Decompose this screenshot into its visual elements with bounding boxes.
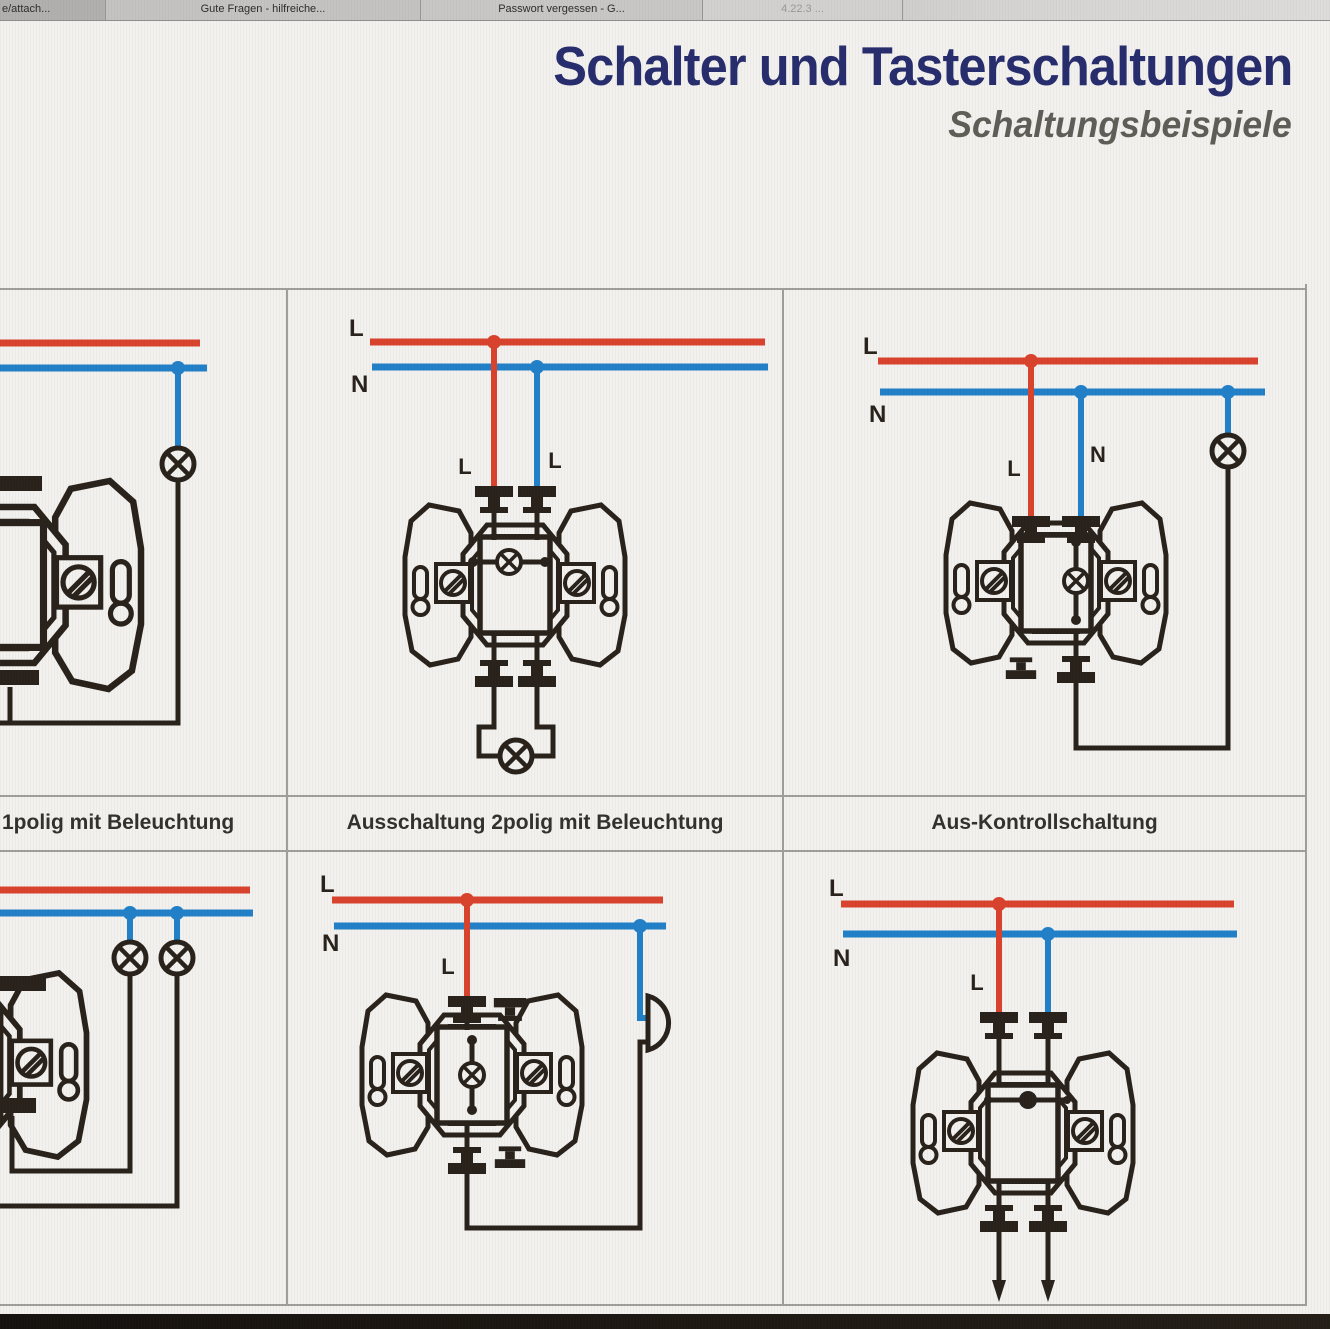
terminal-clamp: [0, 1098, 36, 1113]
switch-insert: [913, 1053, 1133, 1213]
diagram-caption: Ausschaltung 2polig mit Beleuchtung: [346, 811, 724, 834]
circuit-diagram-serienschaltung-cropped: [0, 886, 253, 1209]
terminal-clamp: [518, 660, 556, 687]
diagram-caption: Aus-Kontrollschaltung: [931, 811, 1158, 834]
circuit-diagram-ausschaltung-2polig: L N L L: [349, 315, 768, 795]
table-border: [0, 795, 1307, 797]
terminal-label-l: L: [441, 954, 454, 979]
diagram-caption: 1polig mit Beleuchtung: [2, 811, 235, 834]
circuit-diagram-ausschaltung-abgang: L N L: [829, 875, 1237, 1302]
terminal-clamp: [448, 1147, 486, 1174]
terminal-label-n: N: [1090, 442, 1106, 467]
table-border: [782, 288, 784, 1306]
bus-label-n: N: [833, 945, 850, 972]
lamp-icon: [162, 448, 194, 480]
terminal-clamp: [1029, 1012, 1067, 1039]
browser-tab[interactable]: Passwort vergessen - G...: [421, 0, 703, 20]
terminal-clamp: [0, 976, 46, 991]
terminal-clamp: [1057, 656, 1095, 683]
switch-contact-dot: [1019, 1091, 1037, 1109]
lamp-icon: [1212, 435, 1244, 467]
terminal-clamp: [1005, 657, 1037, 679]
bus-label-l: L: [829, 875, 844, 902]
terminal-label-l: L: [970, 970, 983, 995]
terminal-clamp: [980, 1205, 1018, 1232]
lamp-icon: [114, 942, 146, 974]
lamp-icon: [500, 740, 532, 772]
terminal-clamp: [475, 486, 513, 513]
page-title: Schalter und Tasterschaltungen: [552, 35, 1293, 97]
switch-insert: [405, 505, 625, 665]
terminal-clamp: [494, 1146, 526, 1168]
terminal-clamp: [0, 670, 39, 685]
glow-lamp-icon: [495, 548, 523, 576]
bus-label-l: L: [320, 871, 335, 898]
terminal-clamp: [0, 476, 42, 491]
circuit-diagram-aus-kontrollschaltung: L N L N: [863, 333, 1265, 751]
browser-tab[interactable]: 4.22.3 ...: [703, 0, 903, 20]
circuit-diagram-klingelschaltung: L N L: [320, 871, 672, 1231]
circuit-diagram-ausschaltung-1polig: [0, 339, 207, 726]
terminal-label-l: L: [458, 454, 471, 479]
terminal-clamp: [1029, 1205, 1067, 1232]
terminal-clamp: [518, 486, 556, 513]
switch-insert: [946, 503, 1166, 663]
terminal-clamp: [980, 1012, 1018, 1039]
table-border: [0, 288, 1307, 290]
bus-label-l: L: [349, 315, 364, 342]
glow-lamp-icon: [458, 1061, 486, 1089]
table-border: [0, 850, 1307, 852]
table-border: [286, 288, 288, 1306]
browser-tab[interactable]: e/attach...: [0, 0, 106, 20]
browser-tab-bar: e/attach... Gute Fragen - hilfreiche... …: [0, 0, 1330, 21]
terminal-label-l: L: [548, 448, 561, 473]
bell-icon: [645, 992, 672, 1054]
lamp-icon: [161, 942, 193, 974]
terminal-clamp: [475, 660, 513, 687]
tab-strip-empty: [903, 0, 1330, 20]
table-border: [1305, 284, 1307, 1306]
table-border: [0, 1304, 1307, 1306]
browser-tab[interactable]: Gute Fragen - hilfreiche...: [106, 0, 421, 20]
bus-label-n: N: [869, 401, 886, 428]
bus-label-n: N: [351, 371, 368, 398]
arrow-down-icon: [1041, 1280, 1055, 1302]
terminal-clamp: [448, 996, 486, 1023]
switch-insert: [0, 481, 141, 689]
bus-label-l: L: [863, 333, 878, 360]
terminal-label-l: L: [1007, 456, 1020, 481]
screen-bezel: [0, 1314, 1330, 1329]
glow-lamp-icon: [1062, 567, 1090, 595]
bus-label-n: N: [322, 930, 339, 957]
page-subtitle: Schaltungsbeispiele: [948, 104, 1292, 145]
arrow-down-icon: [992, 1280, 1006, 1302]
